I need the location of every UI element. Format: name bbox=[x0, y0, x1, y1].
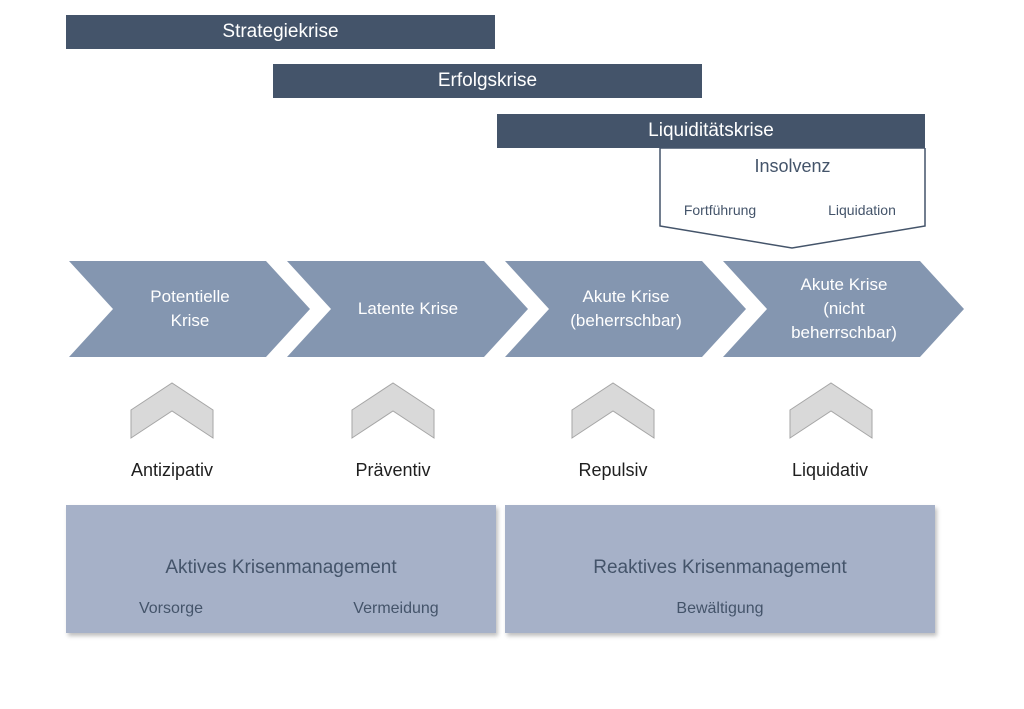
phase-chevron-2 bbox=[505, 261, 746, 357]
up-arrow-icon bbox=[789, 382, 873, 439]
reaktives-krisenmanagement-title: Reaktives Krisenmanagement bbox=[593, 557, 847, 578]
up-arrow-icon bbox=[351, 382, 435, 439]
sub-vorsorge: Vorsorge bbox=[138, 600, 204, 617]
phase-chevron-0 bbox=[69, 261, 310, 357]
strategy-liquidativ: Liquidativ bbox=[791, 460, 869, 480]
erfolgskrise-label: Erfolgskrise bbox=[437, 70, 538, 91]
erfolgskrise-bar: Erfolgskrise bbox=[273, 64, 702, 98]
strategy-praeventiv: Präventiv bbox=[355, 460, 431, 480]
liquiditaetskrise-bar: Liquiditätskrise bbox=[497, 114, 925, 148]
phase-label-potentielle-krise: Potentielle Krise bbox=[150, 287, 230, 330]
sub-bewaeltigung: Bewältigung bbox=[676, 600, 764, 617]
insolvenz-option-liquidation: Liquidation bbox=[828, 202, 896, 218]
reaktives-krisenmanagement-box: Reaktives Krisenmanagement Bewältigung bbox=[505, 505, 935, 633]
up-arrow-icon bbox=[571, 382, 655, 439]
up-arrow-icon bbox=[130, 382, 214, 439]
phase-chevron-1 bbox=[287, 261, 528, 357]
strategiekrise-bar: Strategiekrise bbox=[66, 15, 495, 49]
phase-chevron-3 bbox=[723, 261, 964, 357]
insolvenz-option-fortfuehrung: Fortführung bbox=[683, 202, 757, 218]
strategy-repulsiv: Repulsiv bbox=[578, 460, 648, 480]
strategy-antizipativ: Antizipativ bbox=[130, 460, 214, 480]
sub-vermeidung: Vermeidung bbox=[353, 600, 439, 617]
strategiekrise-label: Strategiekrise bbox=[222, 21, 339, 42]
aktives-krisenmanagement-title: Aktives Krisenmanagement bbox=[165, 557, 397, 578]
liquiditaetskrise-label: Liquiditätskrise bbox=[648, 120, 774, 141]
phase-label-akute-krise-nicht-beherrschbar: Akute Krise (nicht beherrschbar) bbox=[791, 275, 897, 342]
insolvenz-shape bbox=[659, 148, 926, 249]
phase-label-akute-krise-beherrschbar: Akute Krise (beherrschbar) bbox=[570, 287, 682, 330]
insolvenz-title: Insolvenz bbox=[754, 156, 831, 176]
phase-label-latente-krise: Latente Krise bbox=[357, 299, 459, 318]
aktives-krisenmanagement-box: Aktives Krisenmanagement Vorsorge Vermei… bbox=[66, 505, 496, 633]
